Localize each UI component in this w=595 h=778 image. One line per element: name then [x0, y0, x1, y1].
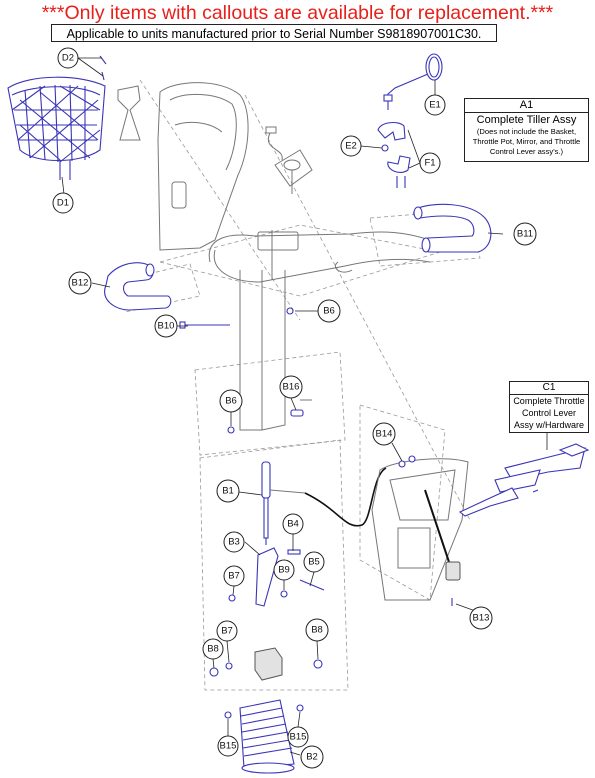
svg-text:B13: B13 — [473, 613, 490, 624]
lever-linkage — [228, 547, 325, 607]
a1-title: Complete Tiller Assy — [476, 114, 577, 126]
callout-e2: E2 — [340, 135, 362, 157]
svg-text:B3: B3 — [228, 537, 240, 548]
callout-b3: B3 — [223, 531, 245, 553]
left-grip — [104, 262, 172, 311]
svg-text:B4: B4 — [287, 519, 299, 530]
leader-lines — [61, 57, 548, 756]
right-grip — [413, 203, 492, 253]
svg-text:B7: B7 — [221, 626, 233, 637]
svg-text:B9: B9 — [278, 565, 290, 576]
tiller-column — [117, 82, 249, 251]
throttle-rod — [261, 461, 306, 545]
svg-text:B10: B10 — [158, 321, 175, 332]
callout-b7-lower: B7 — [216, 620, 238, 642]
callout-b2: B2 — [300, 745, 324, 769]
svg-text:B5: B5 — [308, 557, 320, 568]
callout-b9: B9 — [273, 559, 295, 581]
basket-screws — [99, 55, 107, 81]
svg-text:F1: F1 — [424, 158, 435, 169]
handlebar — [208, 230, 431, 431]
callout-b4: B4 — [282, 513, 304, 535]
svg-text:B8: B8 — [311, 625, 323, 636]
tiller-assembly-info-box: A1 Complete Tiller Assy (Does not includ… — [464, 98, 589, 162]
svg-text:D2: D2 — [62, 53, 74, 64]
a1-note: (Does not include the Basket, Throttle P… — [472, 127, 581, 156]
callout-b8-right: B8 — [305, 618, 329, 642]
callout-b15-right: B15 — [287, 726, 309, 748]
a1-code: A1 — [465, 99, 588, 113]
throttle-cable — [304, 467, 387, 527]
svg-text:B1: B1 — [222, 486, 234, 497]
callout-b8-left: B8 — [202, 638, 224, 660]
tie-clip — [290, 399, 312, 417]
throttle-lever — [458, 443, 590, 517]
callout-b5: B5 — [303, 551, 325, 573]
svg-text:D1: D1 — [57, 198, 69, 209]
svg-text:B8: B8 — [207, 644, 219, 655]
callout-b15-left: B15 — [217, 735, 239, 757]
callout-b6-lower: B6 — [219, 389, 243, 413]
callout-e1: E1 — [424, 94, 446, 116]
pivot-block — [209, 647, 323, 681]
callout-b13: B13 — [469, 606, 493, 630]
c1-code: C1 — [510, 382, 588, 395]
replacement-warning: ***Only items with callouts are availabl… — [41, 2, 554, 24]
lower-shroud — [371, 455, 469, 606]
callout-f1: F1 — [419, 152, 441, 174]
throttle-lever-info-box: C1 Complete Throttle Control Lever Assy … — [509, 381, 589, 433]
svg-text:B15: B15 — [290, 732, 307, 743]
callout-b14: B14 — [372, 422, 396, 446]
callout-b11: B11 — [513, 222, 537, 246]
callout-b16: B16 — [279, 375, 303, 399]
svg-text:B6: B6 — [225, 396, 237, 407]
callout-b12: B12 — [68, 271, 92, 295]
svg-text:B15: B15 — [220, 741, 237, 752]
throttle-pot — [265, 126, 313, 194]
basket — [7, 76, 106, 180]
svg-text:B7: B7 — [228, 571, 240, 582]
callout-b7-upper: B7 — [223, 565, 245, 587]
boot-bellows — [224, 699, 304, 774]
callout-b1: B1 — [216, 479, 240, 503]
callout-d1: D1 — [52, 192, 74, 214]
svg-text:E1: E1 — [429, 100, 441, 111]
svg-text:B14: B14 — [376, 429, 393, 440]
callout-b6-upper: B6 — [317, 299, 341, 323]
callout-d2: D2 — [57, 47, 79, 69]
svg-text:B2: B2 — [306, 752, 318, 763]
svg-text:B6: B6 — [323, 306, 335, 317]
fasteners-upper — [179, 307, 294, 434]
applicability-note: Applicable to units manufactured prior t… — [51, 24, 497, 42]
svg-text:E2: E2 — [345, 141, 357, 152]
mirror — [383, 53, 443, 110]
c1-title: Complete Throttle Control Lever Assy w/H… — [513, 396, 585, 430]
svg-text:B12: B12 — [72, 278, 89, 289]
mirror-clamp — [377, 121, 411, 188]
svg-text:B16: B16 — [283, 382, 300, 393]
callout-b10: B10 — [154, 314, 178, 338]
svg-text:B11: B11 — [517, 229, 533, 240]
